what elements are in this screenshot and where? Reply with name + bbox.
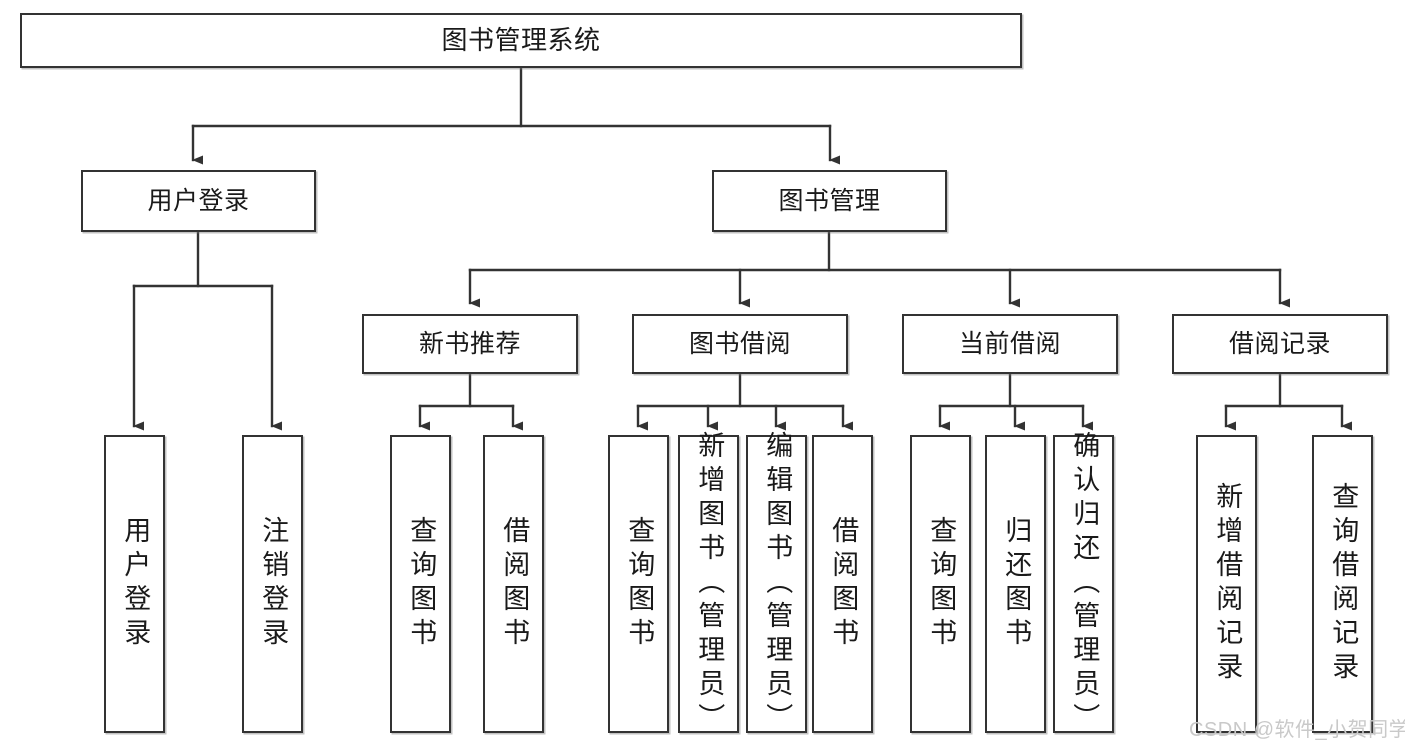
leaf-current-borrow-query-book[interactable]: 查询图书 (910, 435, 971, 733)
csdn-watermark: CSDN @软件_小贺同学 (1189, 719, 1405, 741)
leaf-book-borrow-query-book[interactable]: 查询图书 (608, 435, 669, 733)
leaf-logout[interactable]: 注销登录 (242, 435, 303, 733)
leaf-current-borrow-return-book[interactable]: 归还图书 (985, 435, 1046, 733)
node-label: 借阅记录 (1228, 330, 1331, 358)
node-label: 查询借阅记录 (1328, 482, 1359, 686)
node-book-management[interactable]: 图书管理 (712, 170, 947, 232)
node-label: 新增借阅记录 (1212, 482, 1243, 686)
node-root-book-management-system[interactable]: 图书管理系统 (20, 13, 1022, 68)
node-label: 归还图书 (1001, 516, 1032, 652)
leaf-new-book-query-book[interactable]: 查询图书 (390, 435, 451, 733)
node-label: 图书管理 (778, 187, 881, 215)
node-label: 图书管理系统 (441, 24, 601, 55)
node-label: 借阅图书 (828, 516, 859, 652)
node-label: 借阅图书 (499, 516, 530, 652)
node-label: 查询图书 (926, 516, 957, 652)
leaf-borrow-record-query-record[interactable]: 查询借阅记录 (1312, 435, 1373, 733)
node-label: 确认归还（管理员） (1069, 431, 1100, 737)
node-label: 查询图书 (624, 516, 655, 652)
node-borrow-record[interactable]: 借阅记录 (1172, 314, 1388, 374)
node-label: 查询图书 (406, 516, 437, 652)
node-label: 图书借阅 (688, 330, 791, 358)
node-label: 注销登录 (258, 516, 289, 652)
node-current-borrow[interactable]: 当前借阅 (902, 314, 1118, 374)
leaf-current-borrow-confirm-return-admin[interactable]: 确认归还（管理员） (1053, 431, 1114, 737)
node-label: 用户登录 (147, 187, 250, 215)
node-label: 编辑图书（管理员） (762, 431, 793, 737)
node-label: 当前借阅 (958, 330, 1061, 358)
node-new-book-recommend[interactable]: 新书推荐 (362, 314, 578, 374)
node-label: 新书推荐 (418, 330, 521, 358)
leaf-book-borrow-borrow-book[interactable]: 借阅图书 (812, 435, 873, 733)
node-user-login[interactable]: 用户登录 (81, 170, 316, 232)
leaf-borrow-record-add-record[interactable]: 新增借阅记录 (1196, 435, 1257, 733)
node-label: 用户登录 (120, 516, 151, 652)
leaf-new-book-borrow-book[interactable]: 借阅图书 (483, 435, 544, 733)
leaf-book-borrow-edit-book-admin[interactable]: 编辑图书（管理员） (746, 431, 807, 737)
leaf-user-login[interactable]: 用户登录 (104, 435, 165, 733)
leaf-book-borrow-add-book-admin[interactable]: 新增图书（管理员） (678, 431, 739, 737)
node-book-borrow[interactable]: 图书借阅 (632, 314, 848, 374)
node-label: 新增图书（管理员） (694, 431, 725, 737)
